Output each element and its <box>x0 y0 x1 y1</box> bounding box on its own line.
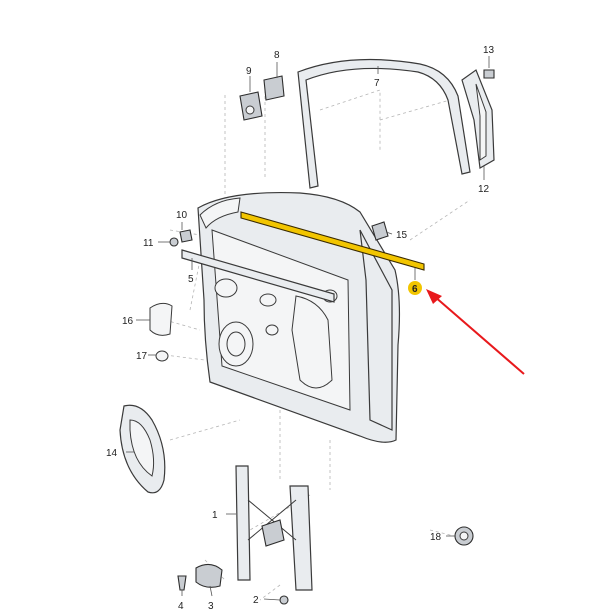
red-pointer-arrow <box>426 289 525 375</box>
cover-cap-16 <box>149 302 173 336</box>
callout-5: 5 <box>188 274 194 285</box>
bracket-15 <box>371 221 389 241</box>
callout-18: 18 <box>430 532 442 543</box>
lower-window-seal <box>181 249 335 303</box>
callout-14: 14 <box>106 448 118 459</box>
callout-10: 10 <box>176 210 188 221</box>
callout-6: 6 <box>412 284 418 295</box>
window-seal-strip <box>240 211 425 271</box>
mirror-bracket <box>239 91 263 121</box>
callout-1: 1 <box>212 510 218 521</box>
callout-17: 17 <box>136 351 148 362</box>
bolt-4 <box>177 575 187 591</box>
callout-7: 7 <box>374 78 380 89</box>
grommet-18 <box>454 526 474 546</box>
callout-8: 8 <box>274 50 280 61</box>
callout-3: 3 <box>208 601 214 612</box>
guide-rail <box>461 69 495 169</box>
callout-2: 2 <box>253 595 259 606</box>
window-motor <box>195 563 223 588</box>
callout-11: 11 <box>143 238 154 249</box>
window-frame-trim <box>297 58 471 189</box>
callout-13: 13 <box>483 45 495 56</box>
callout-4: 4 <box>178 601 184 612</box>
callout-15: 15 <box>396 230 408 241</box>
door-inner-panel <box>197 192 401 443</box>
plug-17 <box>155 350 169 362</box>
callout-12: 12 <box>478 184 490 195</box>
screw-13 <box>483 69 495 79</box>
callout-9: 9 <box>246 66 252 77</box>
callout-6-badge <box>408 281 422 295</box>
callout-labels: 1 2 3 4 5 6 7 8 9 10 11 12 13 14 15 16 1… <box>106 45 495 612</box>
window-regulator <box>235 465 313 591</box>
callout-16: 16 <box>122 316 134 327</box>
leader-lines <box>126 56 490 601</box>
clip-10 <box>179 229 193 243</box>
clip-11 <box>169 237 179 247</box>
screw-2 <box>279 595 289 605</box>
speaker-trim-14 <box>119 404 166 494</box>
mirror-base <box>263 75 285 101</box>
